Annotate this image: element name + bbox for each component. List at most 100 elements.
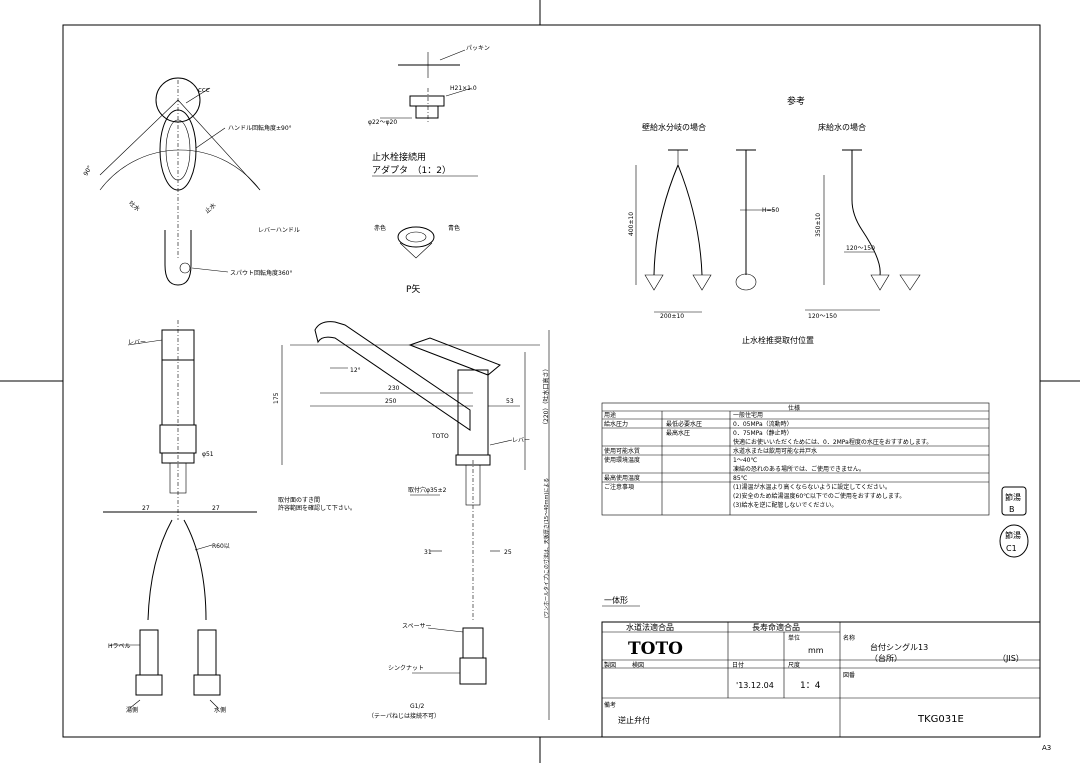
spec-cell: 最低必要水圧 [666,420,702,428]
svg-text:27: 27 [212,505,220,512]
svg-text:シンクナット: シンクナット [388,665,424,672]
svg-text:27: 27 [142,505,150,512]
svg-text:壁給水分岐の場合: 壁給水分岐の場合 [642,122,706,132]
svg-text:水道法適合品: 水道法適合品 [626,622,674,632]
eco-badges: 節湯 B 節湯 C1 [999,486,1029,558]
spec-cell: 最高使用温度 [604,474,640,482]
svg-text:備考: 備考 [604,701,616,709]
badge-b [1001,486,1027,516]
svg-text:φ51: φ51 [202,451,214,458]
svg-text:120〜150: 120〜150 [808,313,837,320]
spec-cell: 最高水圧 [666,429,690,437]
svg-text:赤色: 赤色 [374,224,386,232]
svg-text:図番: 図番 [843,672,855,679]
svg-text:台付シングル13: 台付シングル13 [870,642,928,652]
svg-text:レバー: レバー [128,339,146,346]
svg-text:120〜150: 120〜150 [846,245,875,252]
svg-text:25: 25 [504,549,512,556]
svg-text:'13.12.04: '13.12.04 [736,681,774,690]
svg-text:参考: 参考 [787,95,805,107]
front-view: レバー φ51 27 27 R60以 Hラベル 湯側 水側 [103,320,257,714]
svg-text:H=50: H=50 [762,207,779,214]
svg-text:スペーサー: スペーサー [402,623,431,630]
spec-cell: 85℃ [733,475,748,482]
svg-text:250: 250 [385,398,397,405]
svg-text:175: 175 [273,392,280,404]
title-block: 水道法適合品 長寿命適合品 TOTO 単位 mm 名称 台付シングル13 （台所… [601,621,1041,738]
reference-diagram: 参考 壁給水分岐の場合 床給水の場合 400±10 200±10 H=50 35… [628,95,921,345]
corner-mark: A3 [1042,744,1051,752]
svg-text:（テーパねじは接続不可）: （テーパねじは接続不可） [368,712,440,720]
spec-cell: ご注意事項 [604,483,634,491]
svg-text:ccc: ccc [198,86,210,94]
svg-text:P矢: P矢 [406,283,420,295]
svg-text:200±10: 200±10 [660,313,684,320]
svg-text:230: 230 [388,385,400,392]
svg-text:尺度: 尺度 [788,661,800,669]
spec-cell: 使用可能水質 [604,447,640,455]
spec-cell: 水道水または飲用可能な井戸水 [733,447,817,455]
svg-text:（220）（吐水口高さ）: （220）（吐水口高さ） [542,366,550,428]
svg-text:取付穴φ35±2: 取付穴φ35±2 [408,486,447,494]
spec-cell: (1)湯温が水温より高くならないように設定してください。 [733,483,891,491]
svg-text:mm: mm [808,646,824,655]
svg-text:日付: 日付 [732,661,744,669]
svg-text:（JIS）: （JIS） [998,654,1024,663]
svg-text:400±10: 400±10 [628,212,635,236]
spec-cell: 凍結の恐れのある場所では、ご使用できません。 [733,465,865,473]
svg-text:（台所）: （台所） [870,653,902,663]
svg-text:アダプタ （1：2）: アダプタ （1：2） [372,164,451,176]
svg-text:G1/2: G1/2 [410,703,424,710]
brand-logo: TOTO [628,639,683,659]
svg-text:1：4: 1：4 [800,681,821,691]
spec-cell: 0．75MPa（静止時） [733,429,793,437]
svg-text:吐水: 吐水 [127,199,141,213]
svg-text:青色: 青色 [448,224,460,232]
svg-text:(ワンホールタイプ)この寸法は、天板厚さ(15〜40mm)に: (ワンホールタイプ)この寸法は、天板厚さ(15〜40mm)による [543,478,550,618]
spec-cell: 1〜40℃ [733,457,757,464]
svg-text:12°: 12° [350,367,361,374]
svg-text:スパウト回転角度360°: スパウト回転角度360° [230,269,292,277]
svg-text:単位: 単位 [788,634,800,642]
p-view: 赤色 青色 P矢 [374,224,460,295]
svg-text:逆止弁付: 逆止弁付 [618,715,650,725]
svg-text:31: 31 [424,549,432,556]
svg-text:C1: C1 [1006,544,1017,553]
svg-text:H21×1.0: H21×1.0 [450,85,477,92]
svg-text:止水栓推奨取付位置: 止水栓推奨取付位置 [742,335,814,345]
spec-header: 仕様 [788,404,800,412]
svg-text:止水栓接続用: 止水栓接続用 [372,151,426,163]
svg-text:許容範囲を確認して下さい。: 許容範囲を確認して下さい。 [278,504,356,512]
svg-text:水側: 水側 [214,706,226,714]
svg-text:90°: 90° [82,164,93,177]
svg-text:ハンドル回転角度±90°: ハンドル回転角度±90° [228,124,292,132]
svg-text:名称: 名称 [843,634,855,642]
svg-text:レバーハンドル: レバーハンドル [258,227,300,234]
spec-cell: 一般住宅用 [733,411,763,419]
adapter-detail: パッキン H21×1.0 φ22〜φ20 止水栓接続用 アダプタ （1：2） [368,45,490,177]
svg-text:節湯: 節湯 [1005,530,1021,540]
svg-text:取付面のすき間: 取付面のすき間 [278,496,320,504]
spec-cell: (3)給水を逆に配管しないでください。 [733,501,837,509]
drawing-number: TKG031E [917,714,964,725]
svg-text:B: B [1009,505,1015,514]
side-view: 175 12° 230 250 53 （220）（吐水口高さ） (ワンホールタイ… [273,321,550,720]
spec-cell: 給水圧力 [604,420,628,428]
svg-text:TOTO: TOTO [431,433,449,440]
svg-text:床給水の場合: 床給水の場合 [818,122,866,132]
badge-c1 [999,524,1029,558]
svg-text:節湯: 節湯 [1005,492,1021,502]
svg-text:53: 53 [506,398,514,405]
spec-cell: 0．05MPa（流動時） [733,420,793,428]
svg-text:350±10: 350±10 [815,213,822,237]
svg-text:レバー: レバー [512,437,530,444]
svg-text:止水: 止水 [203,201,217,215]
svg-text:パッキン: パッキン [466,45,490,52]
svg-text:検図: 検図 [632,661,644,669]
svg-text:φ22〜φ20: φ22〜φ20 [368,119,397,126]
svg-text:湯側: 湯側 [126,706,138,714]
svg-text:R60以: R60以 [212,543,230,550]
svg-text:Hラベル: Hラベル [108,643,131,650]
